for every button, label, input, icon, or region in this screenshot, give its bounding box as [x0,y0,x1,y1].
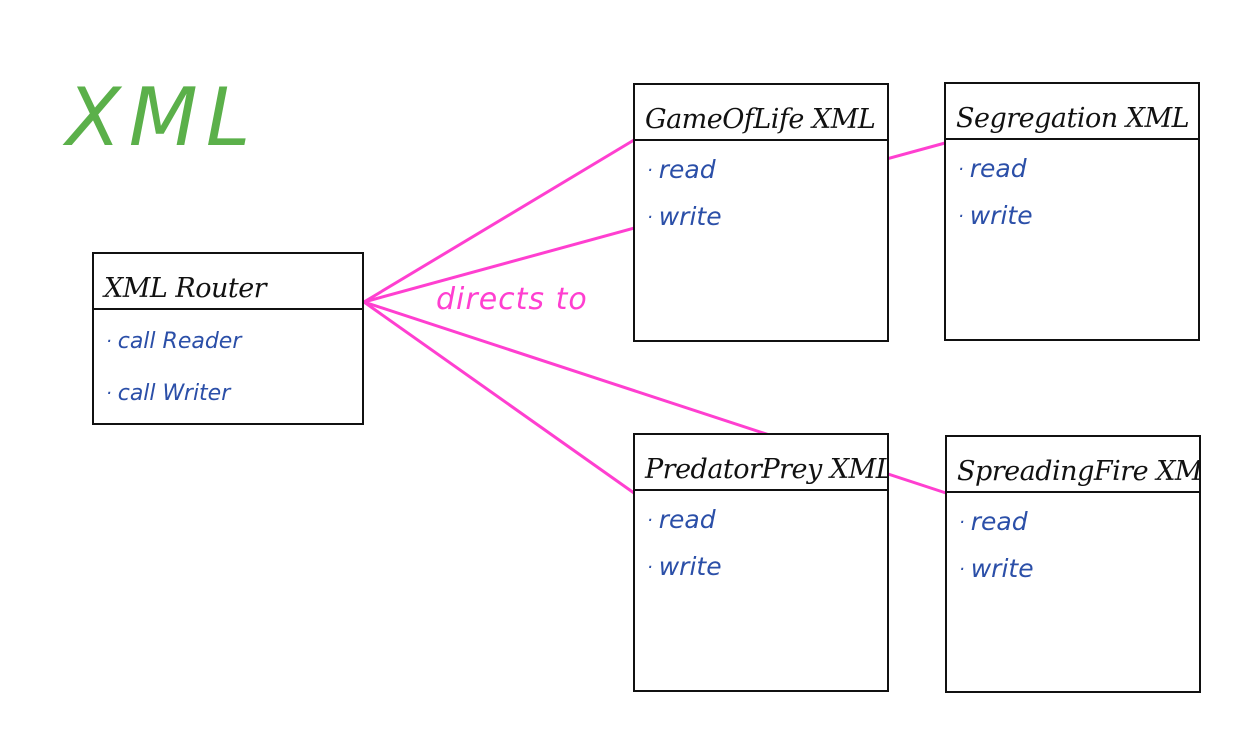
method-item: ·call Reader [106,329,242,354]
method-item: ·read [958,154,1027,183]
connector-router-predatorprey [363,300,635,495]
predatorprey-class-box: PredatorPrey XML ·read ·write [633,433,889,692]
method-item: ·read [647,155,716,184]
class-title: XML Router [94,254,362,310]
class-title: GameOfLife XML [635,85,887,141]
method-list: ·call Reader ·call Writer [94,310,362,420]
connector-router-gameoflife [363,138,635,304]
method-item: ·write [647,552,722,581]
method-item: ·write [647,202,722,231]
method-item: ·write [958,201,1033,230]
method-list: ·read ·write [635,491,887,591]
method-item: ·write [959,554,1034,583]
method-list: ·read ·write [946,140,1198,240]
segregation-class-box: Segregation XML ·read ·write [944,82,1200,341]
method-item: ·call Writer [106,381,231,406]
router-class-box: XML Router ·call Reader ·call Writer [92,252,364,425]
class-title: Segregation XML [946,84,1198,140]
diagram-title: XML [66,71,259,164]
class-title: SpreadingFire XML [947,437,1199,493]
method-list: ·read ·write [947,493,1199,593]
method-list: ·read ·write [635,141,887,241]
method-item: ·read [647,505,716,534]
connector-label: directs to [436,282,588,317]
gameoflife-class-box: GameOfLife XML ·read ·write [633,83,889,342]
class-title: PredatorPrey XML [635,435,887,491]
spreadingfire-class-box: SpreadingFire XML ·read ·write [945,435,1201,693]
method-item: ·read [959,507,1028,536]
